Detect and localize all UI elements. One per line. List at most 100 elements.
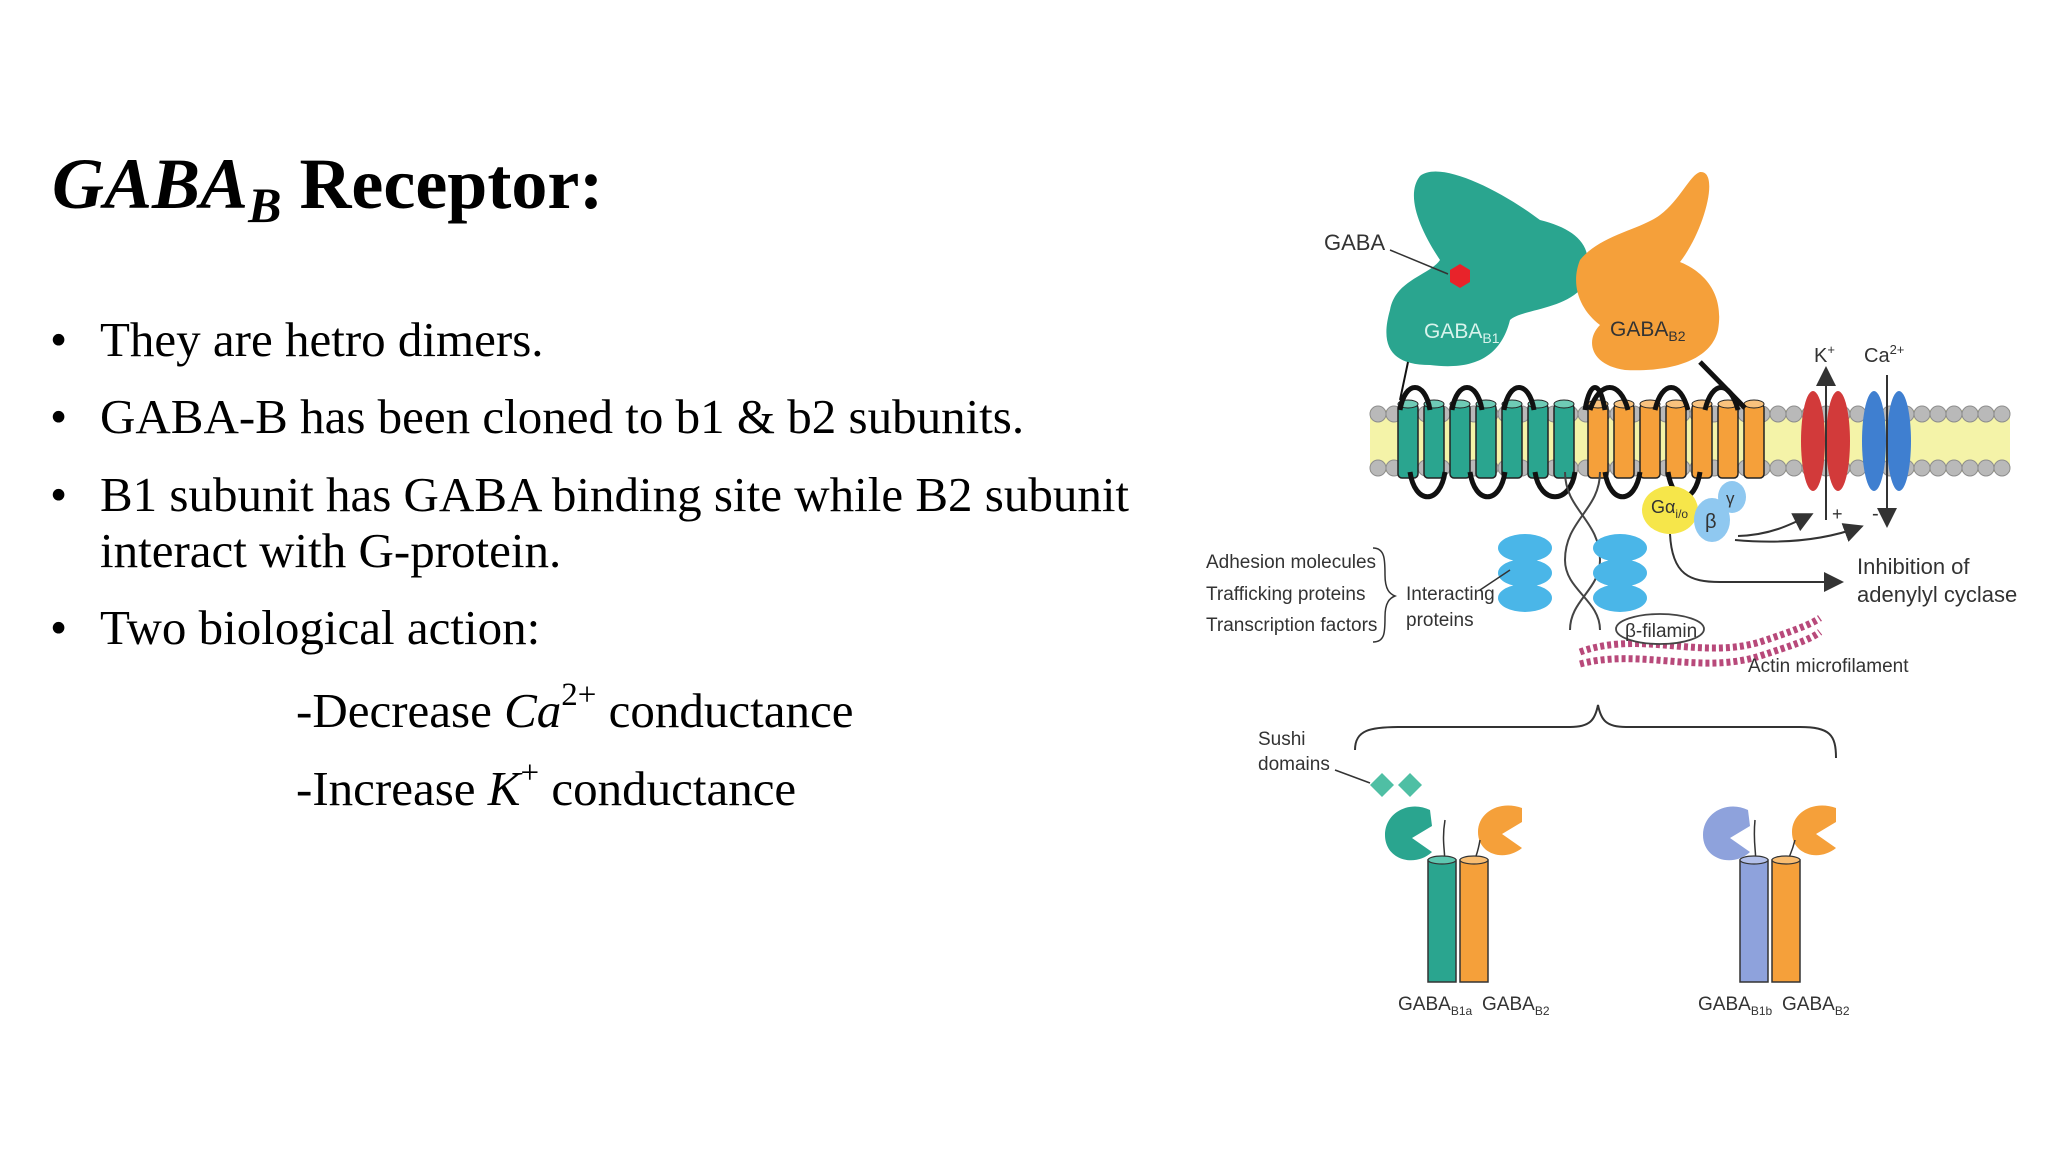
bullet-item: B1 subunit has GABA binding site while B… bbox=[50, 467, 1130, 580]
gaba-b-receptor-diagram: GABA GABAB1 GABAB2 bbox=[1206, 171, 2017, 1018]
sushi-label-line1: Sushi bbox=[1258, 729, 1306, 750]
calcium-ion-label: Ca2+ bbox=[1864, 342, 1904, 367]
trafficking-proteins-label: Trafficking proteins bbox=[1206, 584, 1365, 605]
gaba-b2-venus-flytrap bbox=[1576, 171, 1720, 371]
action-charge: 2+ bbox=[561, 677, 597, 713]
transmembrane-helix bbox=[1423, 403, 1445, 479]
adhesion-molecules-label: Adhesion molecules bbox=[1206, 552, 1376, 573]
bullet-item: GABA-B has been cloned to b1 & b2 subuni… bbox=[50, 389, 1130, 446]
g-protein bbox=[1642, 481, 1746, 542]
g-alpha-label: Gαi/o bbox=[1651, 497, 1688, 521]
sushi-pointer-line bbox=[1334, 769, 1371, 784]
slide-title: GABAB Receptor: bbox=[52, 148, 603, 230]
transmembrane-helix bbox=[1553, 403, 1575, 479]
isoform-b1b-label: GABAB1b bbox=[1698, 994, 1772, 1018]
actin-label: Actin microfilament bbox=[1748, 656, 1909, 677]
transmembrane-helix bbox=[1501, 403, 1523, 479]
potassium-effect-label: + bbox=[1832, 504, 1843, 524]
inhibition-label-line2: adenylyl cyclase bbox=[1857, 582, 2017, 607]
isoform-brace bbox=[1354, 704, 1837, 759]
b2-c-terminus bbox=[1563, 471, 1601, 631]
isoform-b1a-label: GABAB1a bbox=[1398, 994, 1472, 1018]
helix-cap bbox=[1743, 399, 1765, 409]
interacting-proteins-cluster bbox=[1498, 534, 1647, 612]
potassium-ion-label: K+ bbox=[1814, 342, 1835, 367]
action-calcium: -Decrease Ca2+ conductance bbox=[296, 679, 854, 738]
lipid-head bbox=[1993, 459, 2011, 477]
interacting-pointer-line bbox=[1479, 569, 1511, 591]
b2-extracellular-loops bbox=[1587, 385, 1741, 411]
transmembrane-helix bbox=[1449, 403, 1471, 479]
adenylyl-cyclase-arrow bbox=[1669, 533, 1844, 592]
b1-extracellular-loops bbox=[1397, 385, 1608, 411]
lipid-head bbox=[1929, 459, 1947, 477]
action-ion: K bbox=[487, 761, 521, 816]
action-charge: + bbox=[520, 755, 540, 791]
lipid-head bbox=[1961, 459, 1979, 477]
transmembrane-helix bbox=[1613, 403, 1635, 479]
action-potassium: -Increase K+ conductance bbox=[296, 757, 797, 816]
calcium-channel bbox=[1862, 391, 1911, 491]
g-beta-label: β bbox=[1705, 511, 1717, 533]
transmembrane-helix bbox=[1587, 403, 1609, 479]
lipid-head bbox=[1913, 459, 1931, 477]
g-protein-to-k-arrow bbox=[1737, 513, 1814, 537]
transcription-factors-label: Transcription factors bbox=[1206, 615, 1377, 636]
interacting-bracket bbox=[1372, 547, 1398, 643]
lipid-head bbox=[1369, 405, 1387, 423]
helix-cap bbox=[1553, 399, 1575, 409]
isoform-b2b-label: GABAB2 bbox=[1782, 994, 1850, 1018]
gaba-b1-venus-flytrap bbox=[1386, 171, 1588, 367]
sushi-label-line2: domains bbox=[1258, 754, 1330, 775]
title-main: GABA bbox=[52, 144, 249, 224]
lipid-head bbox=[1993, 405, 2011, 423]
action-prefix: -Decrease bbox=[296, 683, 505, 738]
transmembrane-helix bbox=[1743, 403, 1765, 479]
b1-stalk bbox=[1399, 361, 1409, 401]
g-protein-to-ca-arrow bbox=[1734, 523, 1864, 543]
title-rest: Receptor: bbox=[281, 144, 604, 224]
b2-stalk bbox=[1698, 360, 1747, 410]
lipid-head bbox=[1929, 405, 1947, 423]
gaba-b1-label: GABAB1 bbox=[1424, 320, 1500, 346]
interacting-label-line1: Interacting bbox=[1406, 584, 1495, 605]
isoform-b1a-b2 bbox=[1385, 805, 1522, 983]
lipid-head bbox=[1769, 405, 1787, 423]
lipid-head bbox=[1945, 459, 1963, 477]
lipid-head bbox=[1369, 459, 1387, 477]
inhibition-label-line1: Inhibition of bbox=[1857, 554, 1970, 579]
isoform-b2a-label: GABAB2 bbox=[1482, 994, 1550, 1018]
calcium-effect-label: - bbox=[1872, 503, 1879, 525]
beta-filamin-shape bbox=[1615, 613, 1705, 645]
bullet-list: They are hetro dimers. GABA-B has been c… bbox=[50, 312, 1130, 678]
transmembrane-helix bbox=[1527, 403, 1549, 479]
transmembrane-helix bbox=[1691, 403, 1713, 479]
b1-c-terminus bbox=[1564, 471, 1602, 631]
transmembrane-helix bbox=[1665, 403, 1687, 479]
transmembrane-helix bbox=[1717, 403, 1739, 479]
b1-intracellular-loops bbox=[1407, 471, 1578, 500]
action-prefix: -Increase bbox=[296, 761, 488, 816]
bullet-item: They are hetro dimers. bbox=[50, 312, 1130, 369]
g-gamma-label: γ bbox=[1726, 489, 1735, 508]
sushi-domains-icon bbox=[1370, 773, 1422, 797]
lipid-head bbox=[1961, 405, 1979, 423]
transmembrane-helix bbox=[1397, 403, 1419, 479]
bullet-item: Two biological action: bbox=[50, 600, 1130, 657]
gaba-label: GABA bbox=[1324, 230, 1385, 255]
lipid-head bbox=[1977, 459, 1995, 477]
transmembrane-helix bbox=[1639, 403, 1661, 479]
transmembrane-helix bbox=[1475, 403, 1497, 479]
action-suffix: conductance bbox=[539, 761, 797, 816]
gaba-pointer-line bbox=[1389, 249, 1449, 275]
lipid-head bbox=[1785, 405, 1803, 423]
lipid-head bbox=[1785, 459, 1803, 477]
action-suffix: conductance bbox=[596, 683, 854, 738]
potassium-channel bbox=[1801, 391, 1850, 491]
gaba-b2-label: GABAB2 bbox=[1610, 318, 1686, 344]
lipid-head bbox=[1769, 459, 1787, 477]
lipid-head bbox=[1977, 405, 1995, 423]
title-subscript: B bbox=[248, 177, 282, 233]
isoform-b1b-b2 bbox=[1703, 805, 1836, 983]
